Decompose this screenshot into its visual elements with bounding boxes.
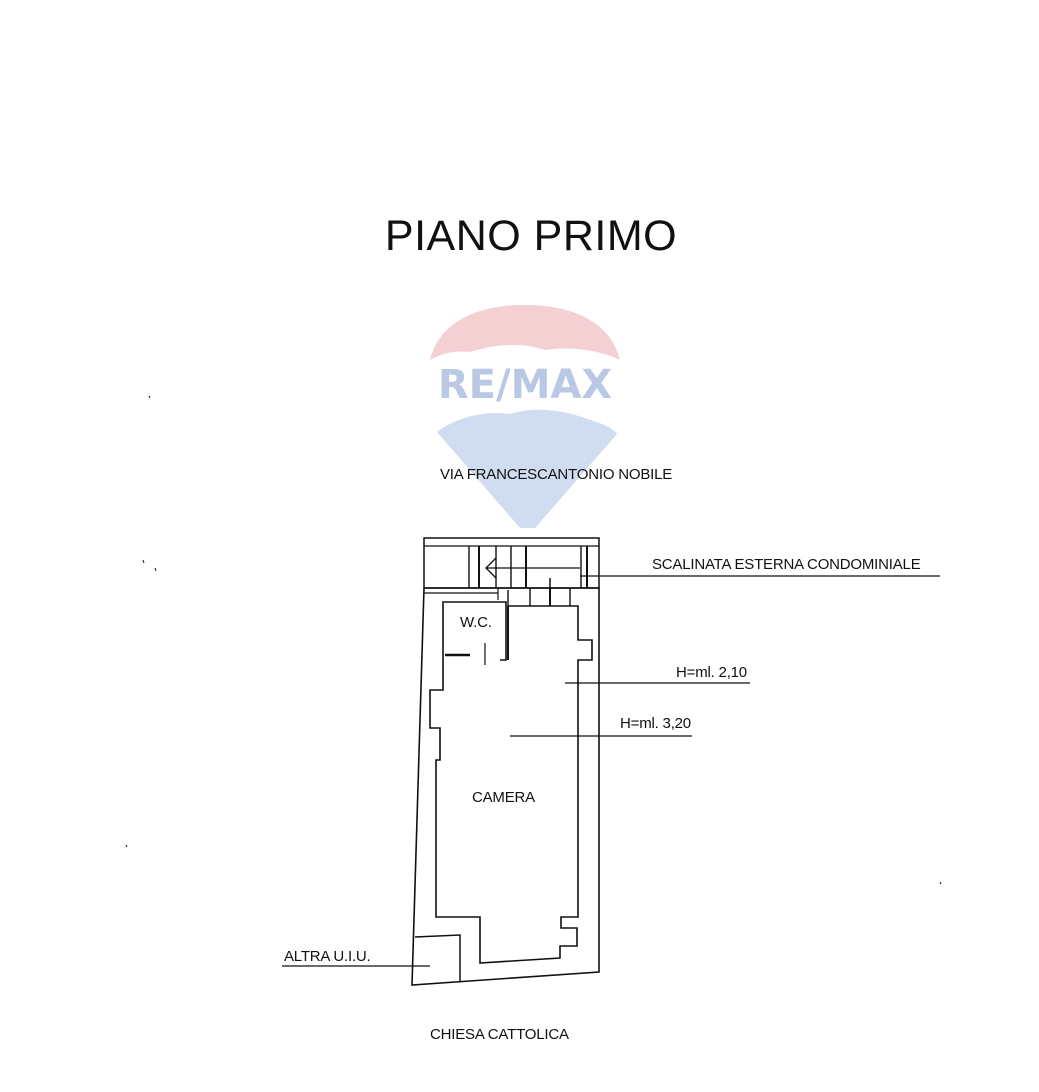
room-camera-outline [429,605,593,964]
room-wc-outline [424,588,507,665]
other-unit-label: ALTRA U.I.U. [284,948,371,965]
room-label-camera: CAMERA [472,789,535,806]
scan-specks [125,395,942,885]
other-unit-box [414,934,461,982]
stairs-label: SCALINATA ESTERNA CONDOMINIALE [652,556,921,573]
street-label: VIA FRANCESCANTONIO NOBILE [440,466,673,483]
wc-label: W.C. [460,614,492,631]
leader-lines [282,575,940,967]
external-staircase [423,537,600,606]
outer-wall [411,587,600,986]
church-label: CHIESA CATTOLICA [430,1026,569,1043]
height-label-2-10: H=ml. 2,10 [676,664,747,681]
page-title: PIANO PRIMO [384,212,678,260]
height-label-3-20: H=ml. 3,20 [620,715,691,732]
